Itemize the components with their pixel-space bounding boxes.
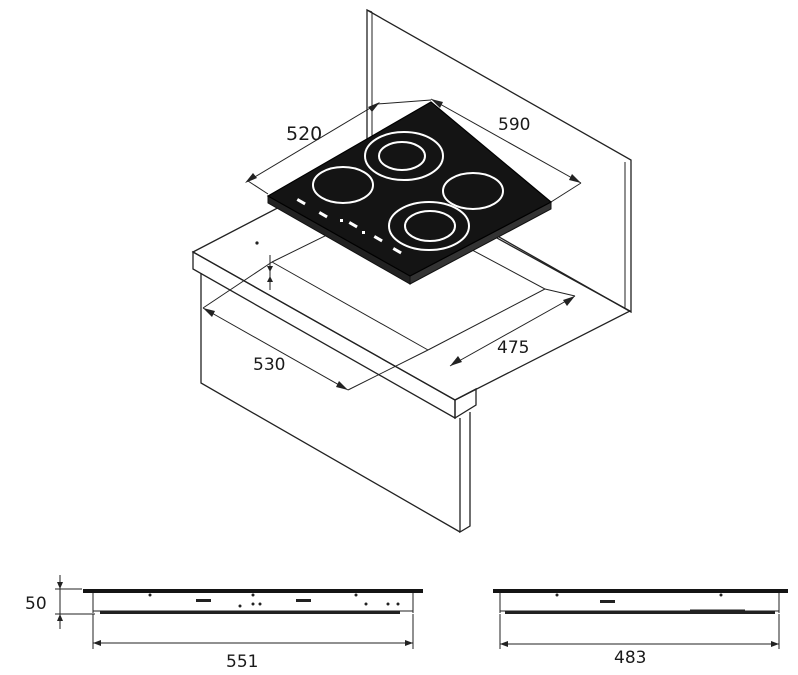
dimension-label-cutout-width: 530 xyxy=(253,355,285,375)
side-view: 483 xyxy=(493,589,788,668)
dimension-side-width: 483 xyxy=(499,614,780,668)
clearance-marker xyxy=(255,241,273,290)
burner-rear-left xyxy=(364,131,444,181)
dimension-front-width: 551 xyxy=(92,614,414,672)
hob xyxy=(266,101,553,285)
burner-front-left xyxy=(312,166,374,204)
dimension-label-side-width: 483 xyxy=(614,648,646,668)
dimension-label-hob-depth: 520 xyxy=(286,123,322,145)
dimension-hob-width: 590 xyxy=(430,98,582,203)
dimension-hob-depth: 520 xyxy=(245,99,432,195)
front-view: 50 551 xyxy=(25,575,423,672)
dimension-label-cutout-depth: 475 xyxy=(497,338,529,358)
dimension-label-hob-width: 590 xyxy=(498,115,530,135)
isometric-view: 520 590 530 475 xyxy=(191,8,632,534)
dimension-label-height: 50 xyxy=(25,594,47,614)
cabinet xyxy=(200,273,471,534)
dimension-height: 50 xyxy=(25,575,95,629)
dimension-label-front-width: 551 xyxy=(226,652,258,672)
control-panel-markings xyxy=(296,198,402,255)
burner-rear-right xyxy=(442,172,504,210)
dimension-cutout-depth: 475 xyxy=(449,288,576,367)
dimension-cutout-width: 530 xyxy=(202,261,429,391)
burner-front-right xyxy=(388,201,470,251)
